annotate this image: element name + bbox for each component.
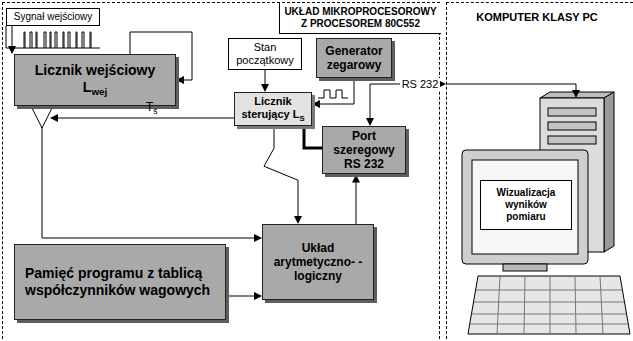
region-heading: UKŁAD MIKROPROCESOROWY Z PROCESOREM 80C5… bbox=[279, 3, 441, 34]
block-box: Generator zegarowy bbox=[316, 38, 392, 78]
connector bbox=[226, 296, 256, 297]
block-box: Wizualizacja wyników pomiaru bbox=[480, 180, 572, 230]
input-waveform bbox=[6, 26, 100, 48]
connector bbox=[304, 126, 322, 148]
arrowhead bbox=[312, 100, 320, 108]
arrowhead bbox=[254, 292, 262, 300]
box-text: Port szeregowy RS 232 bbox=[333, 129, 394, 171]
connector bbox=[265, 70, 266, 86]
box-label: Wizualizacja wyników pomiaru bbox=[485, 187, 567, 222]
rs232-cable bbox=[446, 84, 580, 98]
box-label: Licznik sterujący LS bbox=[239, 95, 307, 123]
box-label: Sygnał wejściowy bbox=[14, 11, 92, 23]
box-text: Układ arytmetyczno- -logiczny bbox=[274, 241, 363, 283]
gate-control-line bbox=[50, 114, 234, 122]
box-text: Wizualizacja wyników pomiaru bbox=[497, 187, 556, 222]
connector-group bbox=[8, 26, 16, 54]
box-text: Pamięć programu z tablicą współczynników… bbox=[25, 265, 210, 298]
block-box: Układ arytmetyczno- -logiczny bbox=[262, 224, 374, 300]
subscript-text: S bbox=[299, 114, 304, 123]
pc-monitor bbox=[462, 150, 588, 271]
arrowhead bbox=[366, 118, 374, 126]
connector-group bbox=[352, 174, 360, 224]
arrowhead bbox=[8, 46, 16, 54]
box-label: Licznik wejściowy Lwej bbox=[31, 62, 159, 98]
block-box: Stan początkowy bbox=[228, 38, 302, 70]
connector-group bbox=[304, 126, 322, 148]
box-text: Sygnał wejściowy bbox=[14, 11, 92, 22]
block-box: Licznik sterujący LS bbox=[234, 92, 312, 126]
arrowhead bbox=[294, 216, 302, 224]
box-text: Licznik sterujący L bbox=[241, 95, 299, 120]
region-heading: KOMPUTER KLASY PC bbox=[457, 9, 617, 26]
pc-keyboard bbox=[468, 276, 630, 334]
connector bbox=[318, 78, 354, 104]
block-box: Pamięć programu z tablicą współczynników… bbox=[14, 244, 226, 320]
arrowhead bbox=[352, 174, 360, 182]
connector-group bbox=[312, 78, 354, 108]
buffer-gate bbox=[32, 108, 52, 128]
box-label: Pamięć programu z tablicą współczynników… bbox=[25, 265, 215, 298]
subscript-text: wej bbox=[91, 86, 107, 97]
connector-group bbox=[226, 292, 262, 300]
block-box: Port szeregowy RS 232 bbox=[322, 126, 406, 174]
connector-group bbox=[261, 70, 269, 92]
arrowhead bbox=[254, 234, 262, 242]
box-text: Stan początkowy bbox=[236, 41, 293, 66]
connector-group bbox=[264, 126, 302, 224]
clock-wave bbox=[318, 90, 348, 98]
connector bbox=[42, 106, 256, 238]
block-box: Licznik wejściowy Lwej bbox=[14, 54, 176, 106]
box-text: Generator zegarowy bbox=[325, 44, 382, 72]
box-label: Układ arytmetyczno- -logiczny bbox=[267, 241, 369, 283]
signal-name: Ts bbox=[146, 101, 158, 117]
box-label: Stan początkowy bbox=[233, 41, 297, 67]
region-frame: UKŁAD MIKROPROCESOROWY Z PROCESOREM 80C5… bbox=[2, 2, 440, 339]
signal-subscript: s bbox=[153, 106, 157, 116]
arrowhead bbox=[261, 84, 269, 92]
box-label: Generator zegarowy bbox=[321, 44, 387, 72]
connector bbox=[12, 26, 13, 48]
connector bbox=[264, 126, 298, 218]
connector bbox=[356, 180, 357, 224]
edge-label: RS 232 bbox=[400, 78, 441, 91]
box-label: Port szeregowy RS 232 bbox=[327, 129, 401, 171]
region-frame: KOMPUTER KLASY PC Wizualizacja wyników po… bbox=[446, 2, 633, 339]
connector-group bbox=[42, 106, 262, 242]
block-box: Sygnał wejściowy bbox=[6, 8, 100, 26]
signal-letter: T bbox=[146, 100, 153, 114]
